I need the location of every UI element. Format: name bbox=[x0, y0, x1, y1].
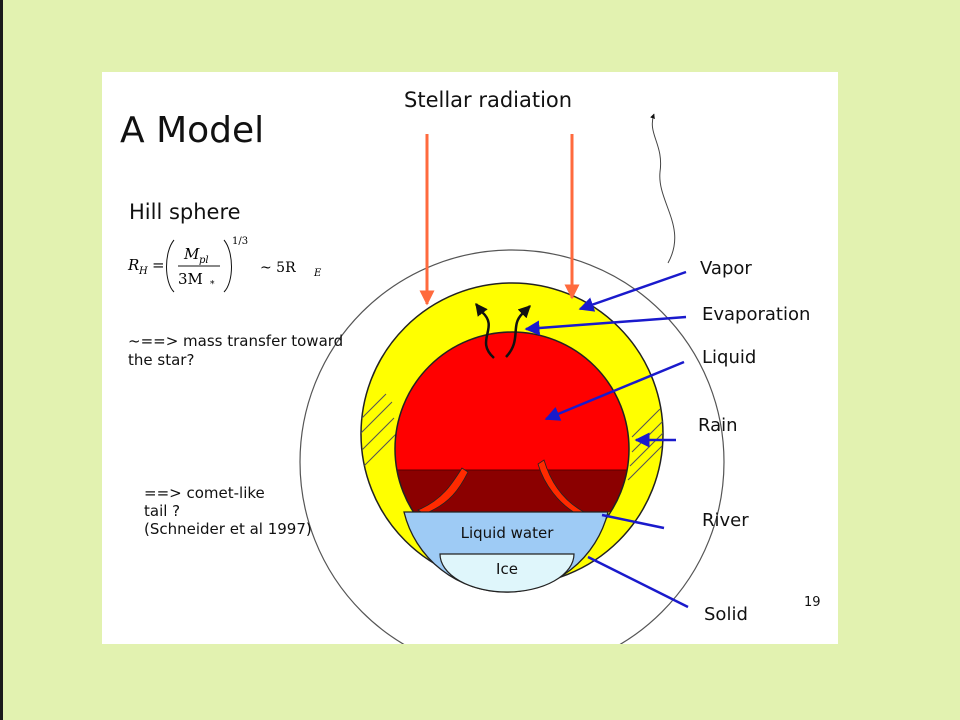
formula-svg: R H = M pl 3M * 1/3 ~ 5R E bbox=[127, 236, 322, 293]
solid-pointer bbox=[587, 555, 689, 609]
dark-red-layer bbox=[395, 470, 629, 512]
evaporation-squiggle-left bbox=[475, 303, 495, 359]
ice-core bbox=[439, 553, 575, 593]
label-liquid: Liquid bbox=[702, 347, 757, 368]
hill-sphere-formula: R H = M pl 3M * 1/3 ~ 5R E bbox=[126, 232, 356, 298]
river-pointer bbox=[601, 513, 665, 530]
rain-hatch-left bbox=[361, 393, 397, 467]
svg-text:=: = bbox=[152, 256, 165, 274]
hill-sphere-heading: Hill sphere bbox=[129, 200, 241, 224]
hill-sphere-circle bbox=[299, 249, 725, 644]
evaporation-squiggle-right bbox=[505, 305, 531, 358]
formula-exponent: 1/3 bbox=[232, 236, 248, 247]
formula-numerator: M bbox=[183, 245, 200, 263]
vapor-pointer bbox=[578, 270, 687, 312]
comet-tail-note: ==> comet-like tail ? (Schneider et al 1… bbox=[144, 484, 384, 538]
comet-tail-line1: ==> comet-like bbox=[144, 484, 265, 502]
evaporation-pointer bbox=[524, 315, 687, 336]
stellar-radiation-label: Stellar radiation bbox=[404, 88, 573, 112]
formula-lhs-sub: H bbox=[138, 266, 148, 277]
formula-denominator: 3M bbox=[178, 270, 203, 288]
formula-lhs: R bbox=[127, 256, 139, 274]
label-evaporation: Evaporation bbox=[702, 304, 811, 325]
page-number: 19 bbox=[804, 595, 821, 610]
comet-tail-line3: (Schneider et al 1997) bbox=[144, 520, 312, 538]
escape-path bbox=[650, 113, 676, 264]
slide-title: A Model bbox=[120, 110, 265, 151]
ice-label: Ice bbox=[496, 560, 518, 578]
formula-approx-sub: E bbox=[313, 268, 322, 279]
mass-transfer-note: ~==> mass transfer toward the star? bbox=[128, 332, 344, 369]
formula-numerator-sub: pl bbox=[199, 255, 209, 266]
comet-tail-line2: tail ? bbox=[144, 502, 181, 520]
formula-approx: ~ 5R bbox=[260, 260, 296, 276]
left-edge-bar bbox=[0, 0, 3, 720]
formula-denominator-sub: * bbox=[210, 280, 215, 290]
slide: A Model Stellar radiation Hill sphere R … bbox=[102, 72, 838, 644]
label-vapor: Vapor bbox=[700, 258, 752, 279]
planet-model-diagram bbox=[299, 113, 725, 644]
label-rain: Rain bbox=[698, 415, 738, 436]
label-solid: Solid bbox=[704, 604, 748, 625]
liquid-water-label: Liquid water bbox=[460, 524, 554, 542]
label-river: River bbox=[702, 510, 749, 531]
liquid-pointer bbox=[544, 360, 685, 421]
